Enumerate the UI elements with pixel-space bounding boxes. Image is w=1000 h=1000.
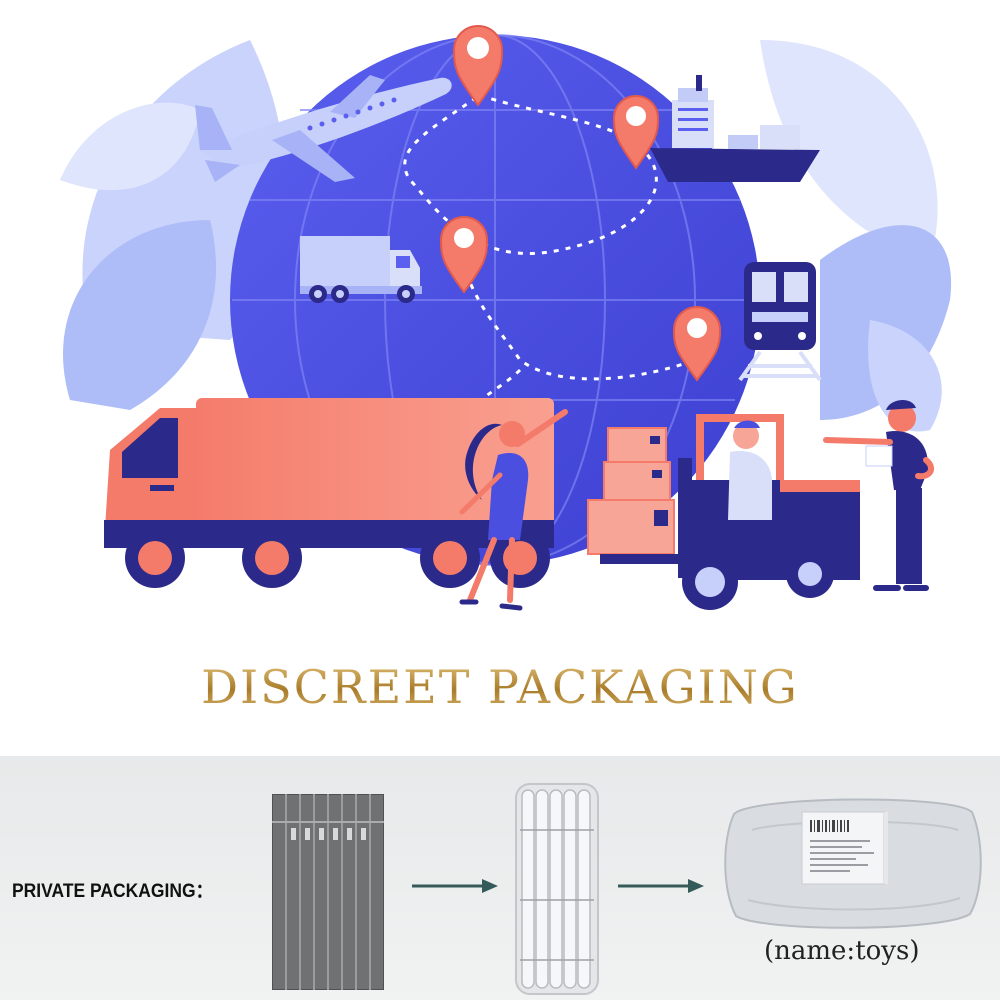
private-packaging-label: PRIVATE PACKAGING： — [12, 881, 214, 902]
page-heading: DISCREET PACKAGING — [0, 660, 1000, 714]
sealed-parcel-icon — [724, 798, 982, 929]
forklift-icon — [600, 414, 860, 610]
woman-figure-icon — [459, 409, 568, 611]
arrow-right-icon — [412, 879, 498, 893]
location-pin-icon — [612, 95, 660, 170]
parcel-name-caption: (name:toys) — [764, 936, 920, 966]
delivery-truck-icon — [300, 236, 422, 303]
airplane-icon — [195, 75, 452, 182]
logistics-illustration — [60, 25, 952, 611]
location-pin-icon — [672, 306, 722, 382]
air-column-bag-inflated-icon — [515, 783, 599, 995]
air-column-bag-flat-icon — [272, 794, 384, 990]
location-pin-icon — [452, 25, 504, 107]
train-icon — [738, 262, 822, 382]
cardboard-boxes-icon — [587, 427, 675, 555]
cargo-truck-icon — [104, 398, 554, 588]
location-pin-icon — [439, 216, 489, 294]
packaging-panel: PRIVATE PACKAGING： — [0, 756, 1000, 1000]
arrow-right-icon — [618, 879, 704, 893]
worker-figure-icon — [823, 399, 935, 591]
ship-icon — [650, 75, 820, 182]
